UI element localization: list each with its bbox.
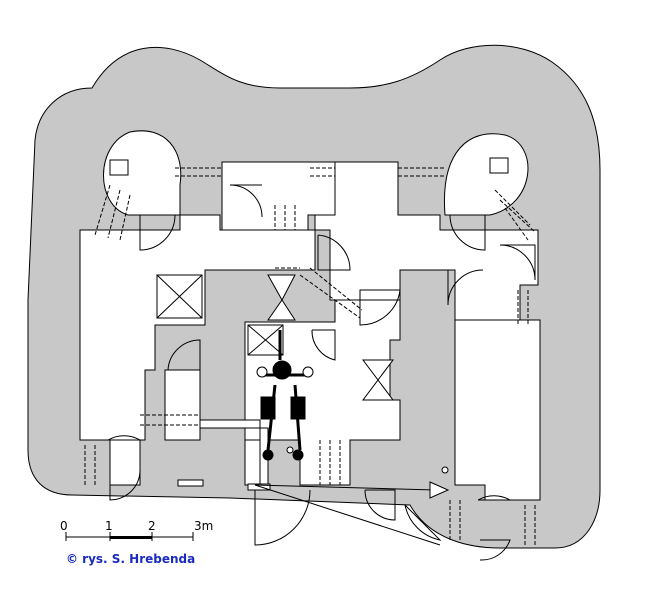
- scale-tick-3: 3m: [194, 519, 213, 533]
- machine-gun-mount: [260, 330, 310, 461]
- doors: [107, 184, 536, 561]
- east-corridor: [454, 319, 541, 501]
- ventilation-shaft: [156, 274, 203, 319]
- mount-details: [256, 366, 449, 474]
- turret-ports: [109, 157, 509, 491]
- left-room: [79, 214, 316, 441]
- hourglass-embrasures: [267, 274, 394, 401]
- left-turret-chamber: [103, 130, 182, 216]
- scale-tick-0: 0: [60, 519, 68, 533]
- scale-bar: 0 1 2 3m: [60, 519, 213, 541]
- right-turret-chamber: [443, 133, 529, 216]
- scale-tick-2: 2: [148, 519, 156, 533]
- entrance-passage: [109, 439, 141, 486]
- ammo-lift: [247, 324, 284, 356]
- embrasures: [84, 167, 536, 545]
- scale-tick-1: 1: [105, 519, 113, 533]
- exit-sight-lines: [254, 481, 450, 546]
- lower-left-room: [164, 369, 201, 441]
- drawing-credit: © rys. S. Hrebenda: [66, 552, 196, 566]
